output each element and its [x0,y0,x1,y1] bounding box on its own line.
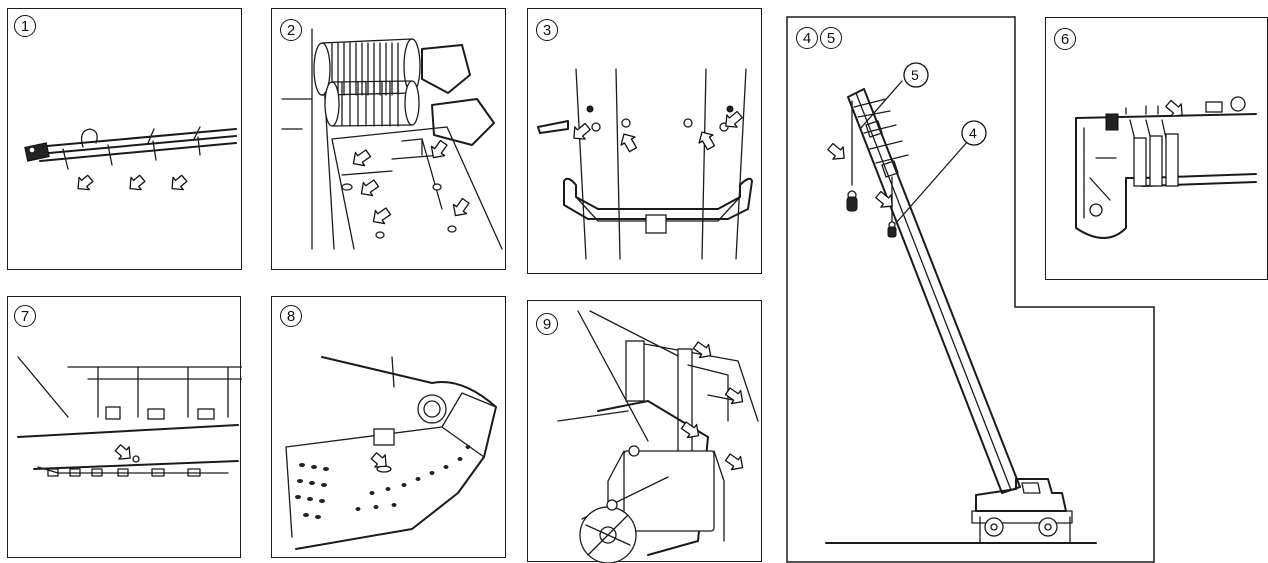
lube-arrow [452,197,470,217]
lube-arrow [875,190,893,208]
frame-illustration [285,356,497,550]
outrigger-illustration [1075,96,1257,239]
callout-5-text: 5 [911,67,919,83]
panel-number-badge: 3 [536,19,558,41]
lube-arrow [680,421,700,439]
lube-arrow [114,444,131,460]
winch-illustration [281,28,503,250]
panel-number-badge: 2 [280,19,302,41]
panel-2-winch-drums: 2 [271,8,506,270]
panel-3-sheave-points: 3 [527,8,762,274]
panel-7-slewing-ring: 7 [7,296,242,558]
slewing-ring-illustration [17,356,242,477]
panel-1-boom-slide-pads: 1 [7,8,242,270]
panel-number-badge: 8 [280,305,302,327]
lube-arrow [171,174,188,191]
lube-arrow [724,387,744,405]
panel-number-badge: 9 [536,313,558,335]
crane-illustration: 5 4 [786,16,1155,563]
panel-6-outrigger-pins: 6 [1045,17,1268,280]
boom-illustration [24,126,237,191]
sheave-illustration [537,68,753,260]
lube-arrow [77,174,94,191]
lube-arrow [430,139,448,159]
lube-arrow [620,133,638,153]
callout-5 [903,62,929,88]
lube-arrow [1165,99,1183,117]
panel-number-badge-4: 4 [796,27,818,49]
lube-arrow [370,452,387,468]
lube-arrow [724,453,744,471]
lube-arrow [129,174,146,191]
panel-9-suspension: 9 [527,300,762,563]
lube-arrow [692,341,712,359]
lube-arrow [372,207,392,225]
panel-number-badge: 1 [14,15,36,37]
lube-arrow [725,110,743,128]
lube-arrow [827,142,845,160]
lube-arrow [573,122,591,140]
lube-arrow [352,149,372,167]
callout-4 [961,120,987,146]
panel-8-frame-grease: 8 [271,296,506,558]
lube-arrow [360,179,380,197]
lube-arrow [698,131,716,151]
panel-number-badge-5: 5 [820,27,842,49]
callout-4-text: 4 [969,125,977,141]
panel-number-badge: 6 [1054,28,1076,50]
panel-number-badge: 7 [14,305,36,327]
suspension-illustration [557,310,759,563]
